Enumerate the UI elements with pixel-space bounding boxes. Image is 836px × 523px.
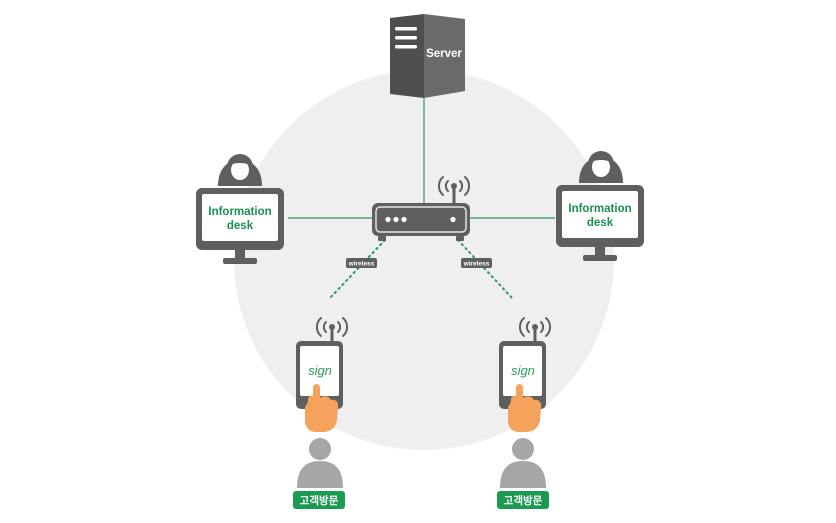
- visitor-badge-left: [293, 491, 345, 509]
- wireless-badge-left: wireless: [346, 258, 377, 268]
- monitor-icon: [556, 185, 644, 261]
- tablet-icon: [499, 341, 546, 409]
- tablet-icon: [296, 341, 343, 409]
- wireless-link-right: [457, 239, 513, 299]
- hand-icon: [508, 384, 542, 432]
- wifi-icon: [315, 317, 349, 337]
- visitor-icon: [500, 438, 546, 488]
- monitor-icon: [196, 188, 284, 264]
- visitor-label-right: 고객방문: [504, 494, 543, 507]
- desk-left: Information desk: [196, 154, 284, 264]
- person-icon: [579, 151, 623, 183]
- person-icon: [218, 154, 262, 186]
- tablet-left: sign 고객방문: [293, 317, 349, 509]
- desk-right-label-line1: Information: [568, 203, 631, 215]
- tablet-left-screen-text: sign: [308, 363, 332, 378]
- hand-icon: [305, 384, 339, 432]
- router-icon: [372, 176, 471, 241]
- desk-right: Information desk: [556, 151, 644, 261]
- wireless-label-left: wireless: [348, 261, 375, 268]
- wireless-link-left: [329, 239, 386, 299]
- desk-right-label-line2: desk: [587, 217, 614, 229]
- visitor-label-left: 고객방문: [300, 494, 339, 507]
- tablet-right-screen-text: sign: [511, 363, 535, 378]
- desk-left-label-line2: desk: [227, 220, 254, 232]
- server-icon: Server: [390, 14, 465, 98]
- visitor-icon: [297, 438, 343, 488]
- desk-left-label-line1: Information: [208, 206, 271, 218]
- tablet-right: sign 고객방문: [497, 317, 552, 509]
- visitor-badge-right: [497, 491, 549, 509]
- wireless-label-right: wireless: [463, 261, 490, 268]
- wifi-icon: [437, 176, 471, 196]
- wireless-badge-right: wireless: [461, 258, 492, 268]
- wifi-icon: [518, 317, 552, 337]
- server-label: Server: [426, 48, 462, 60]
